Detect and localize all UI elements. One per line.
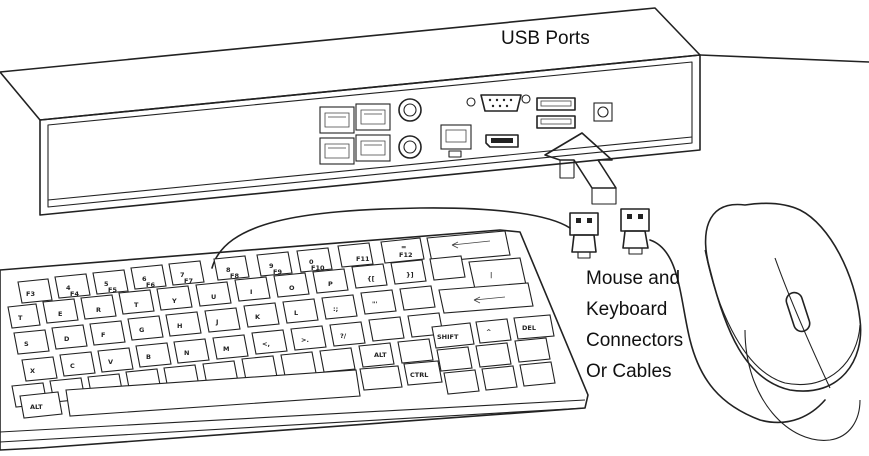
svg-text::;: :; <box>333 305 338 313</box>
svg-text:I: I <box>250 288 252 296</box>
connectors-label-line: Keyboard <box>586 299 668 320</box>
svg-text:0: 0 <box>309 258 314 266</box>
svg-text:4: 4 <box>66 284 71 292</box>
insert-arrow-icon <box>544 132 617 205</box>
svg-text:F10: F10 <box>311 264 325 272</box>
svg-text:S: S <box>24 340 29 348</box>
svg-text:E: E <box>58 310 62 318</box>
rear-panel-ports <box>319 94 613 165</box>
svg-text:<,: <, <box>262 340 270 348</box>
svg-text:5: 5 <box>104 280 109 288</box>
svg-text:M: M <box>223 345 229 353</box>
audio-jacks <box>398 98 422 159</box>
svg-text:F: F <box>101 331 105 339</box>
connectors-label-line: Connectors <box>586 330 684 351</box>
svg-text:}]: }] <box>406 271 414 279</box>
svg-text:T: T <box>18 314 23 322</box>
svg-text:6: 6 <box>142 275 147 283</box>
svg-text:F7: F7 <box>184 277 193 285</box>
hdmi-port <box>485 134 519 148</box>
connectors-label-line: Or Cables <box>586 361 672 382</box>
svg-text:C: C <box>70 362 75 370</box>
svg-text:H: H <box>177 322 182 330</box>
svg-text:=: = <box>401 243 406 251</box>
svg-text:F11: F11 <box>356 255 370 263</box>
mouse-cable <box>649 239 826 424</box>
keyboard-keys <box>7 230 556 419</box>
keyboard-icon <box>0 229 589 451</box>
svg-text:X: X <box>30 367 35 375</box>
recorder-box <box>0 7 869 216</box>
connectors-label: Mouse and Keyboard Connectors Or Cables <box>586 263 683 387</box>
svg-text:8: 8 <box>226 266 231 274</box>
svg-text:F6: F6 <box>146 281 155 289</box>
svg-text:K: K <box>255 313 261 321</box>
svg-text:F3: F3 <box>26 290 35 298</box>
vga-port <box>466 94 531 112</box>
svg-text:G: G <box>139 326 144 334</box>
svg-text:{[: {[ <box>367 275 375 283</box>
usb-plug-icon <box>569 208 650 259</box>
lan-port <box>440 124 472 158</box>
svg-text:T: T <box>134 301 139 309</box>
svg-text:F9: F9 <box>273 268 282 276</box>
svg-text:ALT: ALT <box>374 351 387 359</box>
usb-ports-label: USB Ports <box>501 28 590 49</box>
svg-text:F8: F8 <box>230 272 239 280</box>
keyboard-cable <box>211 207 571 269</box>
power-jack <box>593 102 613 122</box>
svg-text:J: J <box>215 318 218 326</box>
svg-text:7: 7 <box>180 271 185 279</box>
svg-text:Y: Y <box>171 297 177 305</box>
ethernet-ports <box>319 103 391 165</box>
svg-text:SHIFT: SHIFT <box>437 333 459 341</box>
svg-text:ALT: ALT <box>30 403 43 411</box>
svg-text:R: R <box>96 306 101 314</box>
svg-text:V: V <box>108 358 113 366</box>
svg-text:"': "' <box>372 300 377 308</box>
svg-text:^: ^ <box>486 328 491 336</box>
svg-text:F5: F5 <box>108 286 117 294</box>
svg-text:D: D <box>64 335 70 343</box>
svg-text:>.: >. <box>301 336 309 344</box>
svg-text:9: 9 <box>269 262 274 270</box>
svg-text:U: U <box>211 293 216 301</box>
svg-text:?/: ?/ <box>340 332 347 340</box>
svg-text:B: B <box>146 353 151 361</box>
svg-text:N: N <box>184 349 189 357</box>
svg-text:|: | <box>490 271 492 280</box>
svg-text:L: L <box>294 309 298 317</box>
svg-text:P: P <box>328 280 333 288</box>
svg-text:F12: F12 <box>399 251 413 259</box>
connectors-label-line: Mouse and <box>586 268 681 289</box>
svg-text:DEL: DEL <box>522 324 536 332</box>
svg-text:F4: F4 <box>70 290 79 298</box>
svg-text:O: O <box>289 284 295 292</box>
mouse-icon <box>704 202 862 441</box>
usb-ports <box>536 97 576 129</box>
svg-text:CTRL: CTRL <box>410 371 428 379</box>
